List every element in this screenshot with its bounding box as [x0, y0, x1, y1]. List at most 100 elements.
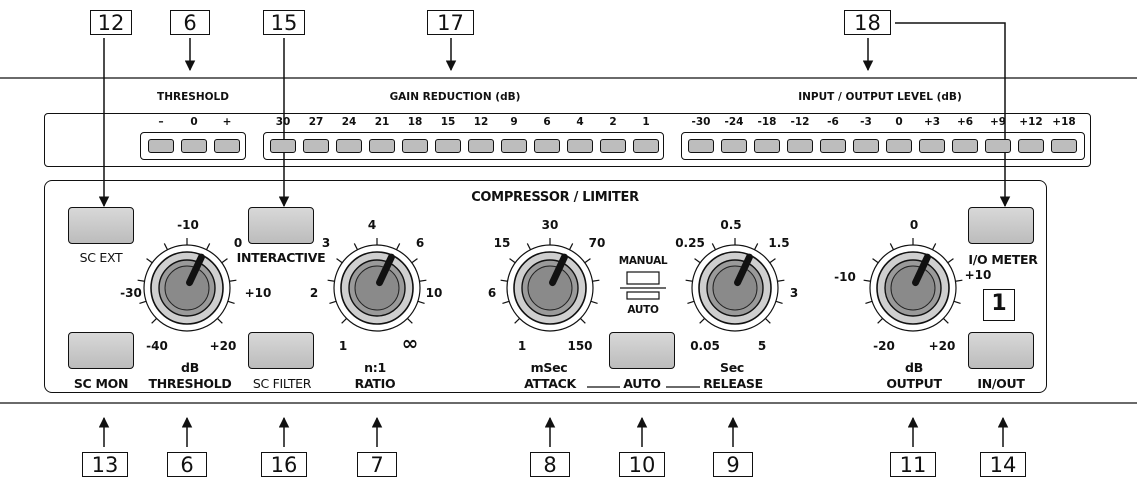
threshold-knob-tick: [151, 317, 158, 324]
threshold-knob-tick: [163, 243, 169, 250]
sc-ext-button[interactable]: [68, 207, 134, 244]
in-out-button[interactable]: [968, 332, 1034, 369]
threshold-knob-tick: [227, 300, 235, 305]
ratio-knob-tick: [327, 279, 335, 282]
callout-6-bottom: 6: [167, 452, 207, 477]
output-knob-tick: [877, 317, 884, 324]
interactive-button[interactable]: [248, 207, 314, 244]
io-level-led-label: 0: [895, 116, 903, 128]
auto-button[interactable]: [609, 332, 675, 369]
gain-reduction-led: [468, 139, 494, 153]
callout-11: 11: [890, 452, 936, 477]
release-knob-tick: [777, 279, 785, 282]
output-knob-tick: [942, 317, 949, 324]
attack-scale-6: 6: [487, 286, 497, 300]
threshold-header: THRESHOLD: [157, 91, 229, 103]
callout-6-top: 6: [170, 10, 210, 35]
release-scale-0-05: 0.05: [690, 339, 720, 353]
threshold-led: [148, 139, 174, 153]
release-knob-tick: [699, 317, 706, 324]
attack-knob-tick: [579, 317, 586, 324]
gain-reduction-led-group: [263, 132, 664, 160]
output-knob-tick: [889, 243, 895, 250]
threshold-knob-tick: [205, 243, 211, 250]
output-knob-tick: [955, 279, 963, 282]
attack-knob-tick: [584, 258, 591, 264]
attack-knob-tick: [509, 258, 516, 264]
io-meter-button[interactable]: [968, 207, 1034, 244]
callout-16: 16: [261, 452, 307, 477]
sc-filter-button[interactable]: [248, 332, 314, 369]
io-level-led-label: +18: [1052, 116, 1076, 128]
threshold-knob-tick: [216, 317, 223, 324]
attack-knob-tick: [568, 243, 574, 250]
output-name: OUTPUT: [886, 376, 942, 391]
in-out-label: IN/OUT: [977, 376, 1025, 391]
ratio-scale-2: 2: [309, 286, 319, 300]
release-knob-tick: [685, 279, 693, 282]
release-knob-knob-center: [712, 265, 758, 311]
callout-12: 12: [90, 10, 132, 35]
sc-mon-button[interactable]: [68, 332, 134, 369]
attack-scale-30: 30: [541, 218, 559, 232]
callout-8: 8: [530, 452, 570, 477]
gain-reduction-led: [336, 139, 362, 153]
callout-14: 14: [980, 452, 1026, 477]
release-knob-pointer: [734, 253, 753, 287]
ratio-knob-tick: [329, 300, 337, 305]
io-level-led-label: -24: [724, 116, 744, 128]
output-knob-tick: [872, 258, 879, 264]
threshold-led-label: +: [222, 116, 232, 128]
sc-ext-label: SC EXT: [79, 250, 123, 265]
threshold-knob-pointer: [186, 253, 205, 287]
output-scale-0: 0: [909, 218, 919, 232]
compressor-frame: [44, 180, 1047, 393]
gain-reduction-led-label: 21: [374, 116, 390, 128]
io-level-header: INPUT / OUTPUT LEVEL (dB): [798, 91, 962, 103]
release-scale-0-25: 0.25: [675, 236, 705, 250]
ratio-knob-tick: [411, 258, 418, 264]
manual-mode-label: MANUAL: [618, 255, 668, 267]
auto-mode-label: AUTO: [627, 304, 659, 316]
ratio-scale-3: 3: [321, 236, 331, 250]
attack-knob-tick: [502, 300, 510, 305]
release-knob-tick: [753, 243, 759, 250]
ratio-scale-10: 10: [425, 286, 443, 300]
output-scale-plus20: +20: [928, 339, 956, 353]
release-knob-tick: [687, 300, 695, 305]
threshold-knob-tick: [221, 258, 228, 264]
output-knob-tick: [931, 243, 937, 250]
threshold-knob-tick: [146, 258, 153, 264]
ratio-knob-tick: [419, 279, 427, 282]
auto-symbol: [626, 291, 660, 300]
gain-reduction-led: [534, 139, 560, 153]
callout-13: 13: [82, 452, 128, 477]
interactive-label: INTERACTIVE: [236, 250, 326, 265]
attack-knob-tick: [590, 300, 598, 305]
ratio-knob-tick: [336, 258, 343, 264]
io-level-led-group: [681, 132, 1085, 160]
output-unit: dB: [905, 360, 923, 375]
io-level-led: [853, 139, 879, 153]
io-level-led: [688, 139, 714, 153]
ratio-knob-tick: [417, 300, 425, 305]
attack-scale-15: 15: [493, 236, 511, 250]
output-scale-minus10: -10: [834, 270, 856, 284]
attack-knob-tick: [514, 317, 521, 324]
release-unit: Sec: [720, 360, 744, 375]
output-scale-minus20: -20: [873, 339, 895, 353]
sc-mon-label: SC MON: [73, 376, 129, 391]
callout-17: 17: [427, 10, 474, 35]
io-level-led: [985, 139, 1011, 153]
attack-knob-pointer: [549, 253, 568, 287]
release-scale-5: 5: [757, 339, 767, 353]
gain-reduction-led-label: 9: [510, 116, 518, 128]
gain-reduction-led-label: 18: [407, 116, 423, 128]
gain-reduction-header: GAIN REDUCTION (dB): [389, 91, 521, 103]
ratio-scale-4: 4: [367, 218, 377, 232]
release-knob-tick: [711, 243, 717, 250]
ratio-knob-pointer: [376, 253, 395, 287]
release-knob-tick: [769, 258, 776, 264]
threshold-knob-tick: [139, 300, 147, 305]
ratio-unit: n:1: [364, 360, 386, 375]
